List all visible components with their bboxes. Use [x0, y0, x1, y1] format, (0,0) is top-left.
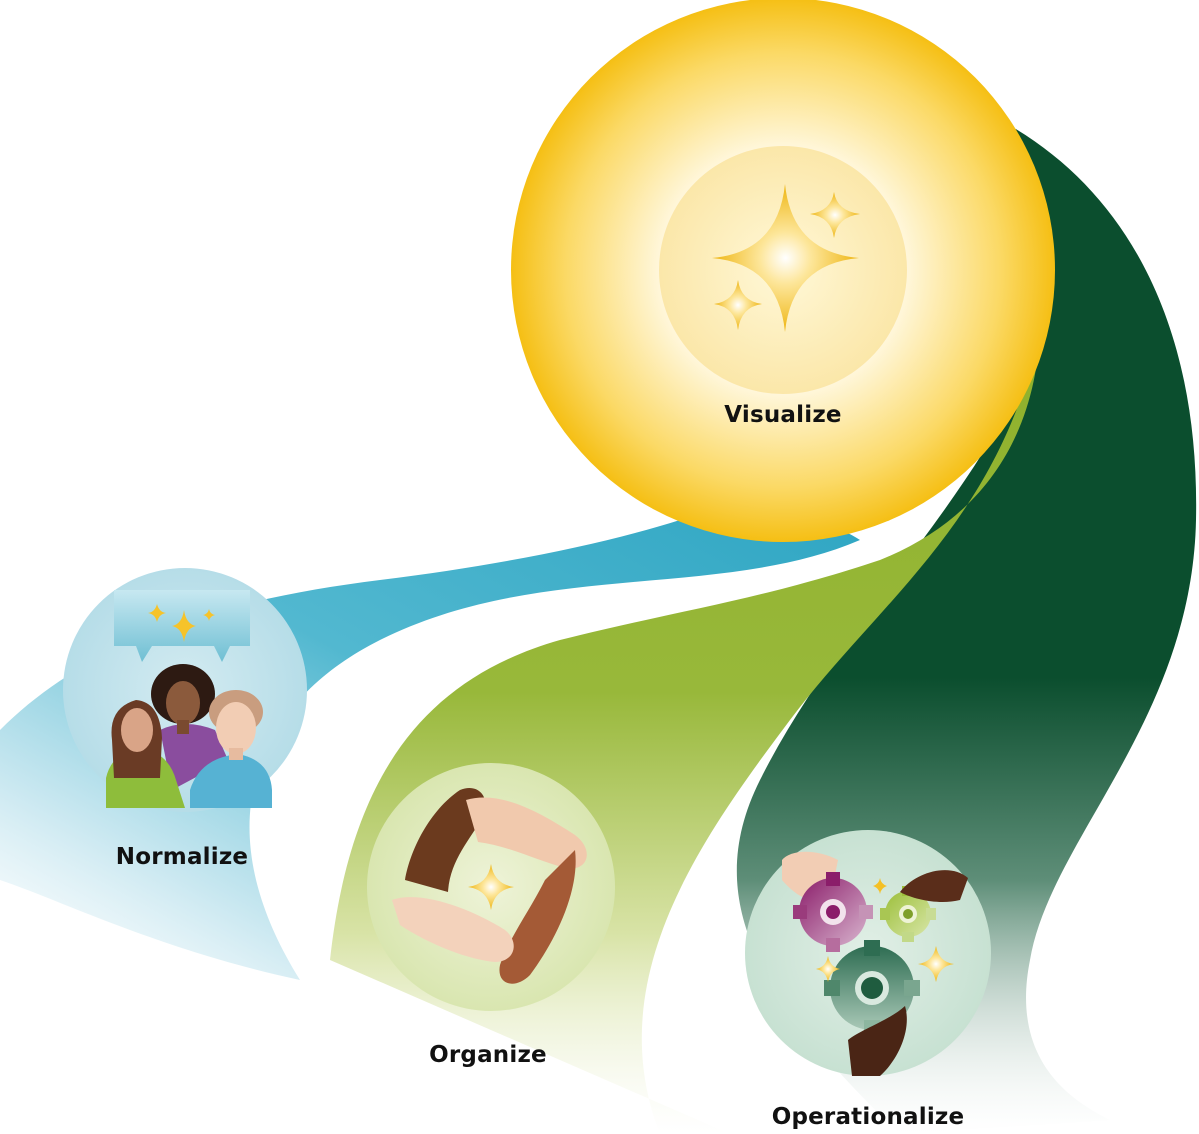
- organize-label: Organize: [429, 1042, 547, 1068]
- visualize-label: Visualize: [724, 402, 842, 428]
- gears-hands-icon: [745, 830, 991, 1076]
- joined-hands-icon: [367, 763, 615, 1011]
- normalize-label: Normalize: [115, 844, 249, 870]
- operationalize-label: Operationalize: [771, 1104, 965, 1130]
- sparkle-icon: [712, 184, 860, 332]
- people-speech-bubble-icon: [63, 568, 307, 812]
